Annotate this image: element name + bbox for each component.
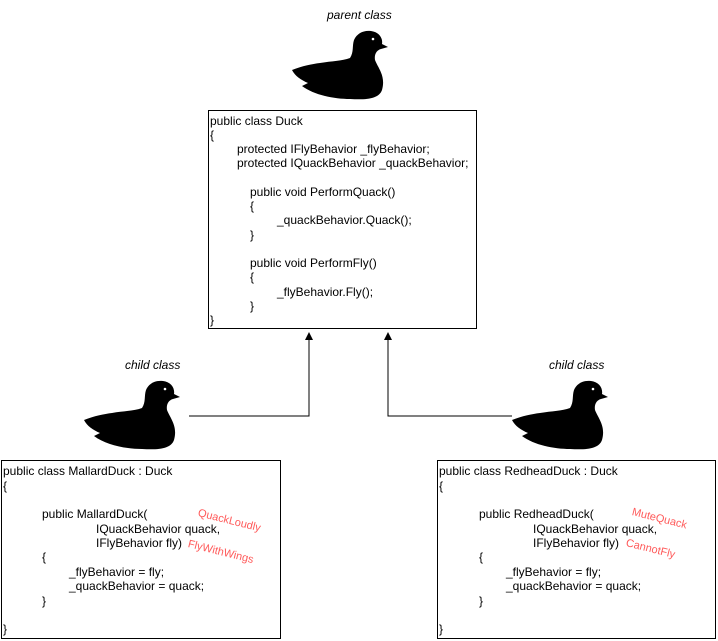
code-line: _flyBehavior = fly; (69, 565, 165, 579)
code-line: public class Duck (210, 114, 303, 128)
code-line: { (42, 550, 47, 564)
code-line: { (250, 270, 255, 284)
code-line: protected IQuackBehavior _quackBehavior; (237, 156, 469, 170)
mallard-inheritance-arrow (189, 332, 313, 417)
code-line: } (479, 594, 484, 608)
code-line: IQuackBehavior quack, (96, 522, 221, 536)
code-line: public void PerformFly() (250, 256, 377, 270)
code-line: } (3, 622, 8, 636)
code-line: public RedheadDuck( (479, 507, 594, 521)
redhead-duck-icon (512, 380, 608, 450)
code-line: } (250, 299, 255, 313)
child-class-caption-left: child class (125, 358, 181, 372)
code-line: { (3, 479, 8, 493)
mallard-duck-class-box: public class MallardDuck : Duck { public… (1, 460, 281, 639)
code-line: public void PerformQuack() (250, 185, 396, 199)
code-line: { (210, 128, 215, 142)
code-line: public class RedheadDuck : Duck (439, 464, 618, 478)
mallard-duck-icon (84, 380, 180, 450)
code-line: protected IFlyBehavior _flyBehavior; (237, 142, 430, 156)
code-line: IQuackBehavior quack, (533, 522, 658, 536)
code-line: { (439, 479, 444, 493)
parent-class-caption: parent class (327, 8, 392, 22)
code-line: } (210, 313, 215, 327)
code-line: } (42, 594, 47, 608)
cannot-fly-note: CannotFly (624, 537, 677, 561)
redhead-duck-class-box: public class RedheadDuck : Duck { public… (437, 460, 716, 639)
code-line: { (250, 199, 255, 213)
redhead-inheritance-arrow (384, 332, 512, 417)
parent-duck-icon (292, 30, 388, 100)
duck-class-box: public class Duck { protected IFlyBehavi… (208, 110, 477, 329)
code-line: public MallardDuck( (42, 507, 148, 521)
code-line: _flyBehavior = fly; (506, 565, 602, 579)
code-line: IFlyBehavior fly) (96, 536, 183, 550)
code-line: _flyBehavior.Fly(); (277, 285, 374, 299)
fly-with-wings-note: FlyWithWings (186, 538, 255, 567)
code-line: } (250, 228, 255, 242)
code-line: IFlyBehavior fly) (533, 536, 620, 550)
code-line: public class MallardDuck : Duck (3, 464, 173, 478)
code-line: _quackBehavior = quack; (69, 579, 205, 593)
child-class-caption-right: child class (549, 358, 605, 372)
code-line: _quackBehavior = quack; (506, 579, 642, 593)
code-line: _quackBehavior.Quack(); (277, 213, 412, 227)
code-line: { (479, 550, 484, 564)
code-line: } (439, 622, 444, 636)
